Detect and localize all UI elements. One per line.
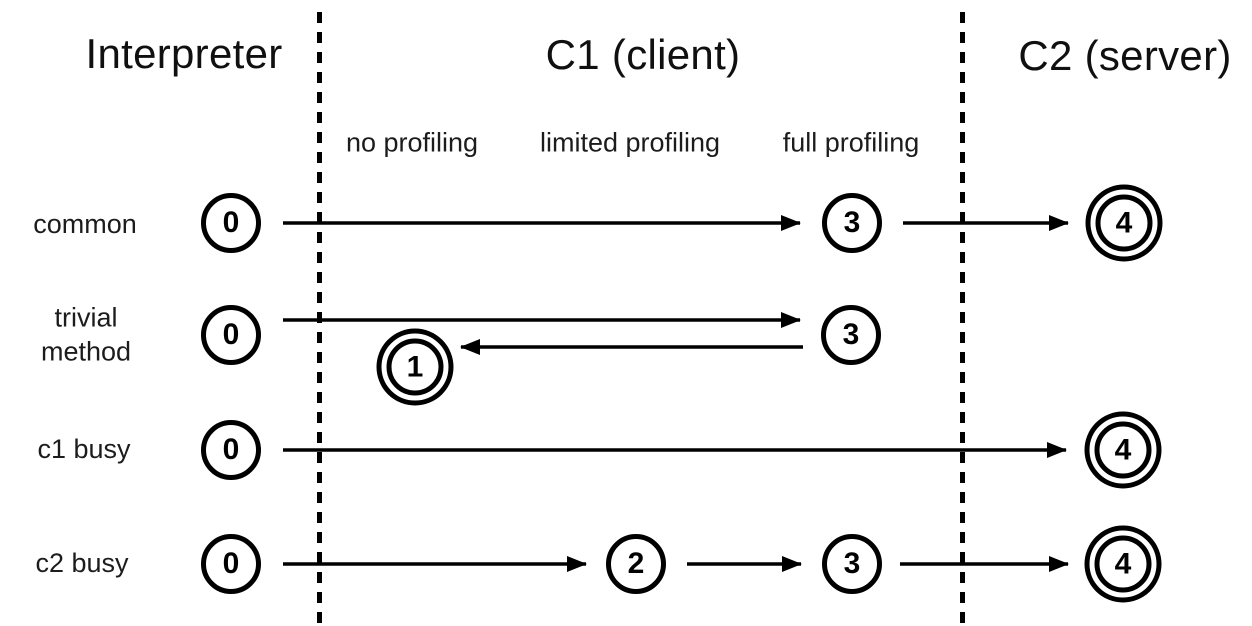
state-trivial-1-inner-ring: 1: [386, 338, 444, 396]
phase-label-no-profiling: no profiling: [345, 127, 479, 158]
state-trivial-3: 3: [821, 305, 881, 365]
column-header-interpreter: Interpreter: [85, 30, 283, 77]
state-trivial-1-final: 1: [376, 328, 454, 406]
state-c2-busy-2: 2: [606, 534, 666, 594]
state-c1-busy-4-inner-ring: 4: [1094, 421, 1152, 479]
state-c2-busy-3: 3: [822, 534, 882, 594]
state-c2-busy-4-final: 4: [1084, 525, 1162, 603]
phase-label-full-profiling: full profiling: [782, 127, 920, 158]
column-header-c1-client: C1 (client): [545, 31, 741, 78]
row-label-trivial-method: trivial method: [40, 302, 132, 366]
phase-label-limited-profiling: limited profiling: [539, 127, 721, 158]
state-common-4-final: 4: [1085, 184, 1163, 262]
row-label-c2-busy: c2 busy: [35, 548, 129, 579]
state-c2-busy-4-inner-ring: 4: [1094, 535, 1152, 593]
row-label-c1-busy: c1 busy: [37, 434, 131, 465]
state-c1-busy-0: 0: [201, 420, 261, 480]
state-common-4-inner-ring: 4: [1095, 194, 1153, 252]
state-c2-busy-0: 0: [201, 534, 261, 594]
row-label-common: common: [33, 209, 137, 240]
state-common-3: 3: [822, 193, 882, 253]
column-header-c2-server: C2 (server): [1018, 32, 1232, 79]
state-c1-busy-4-final: 4: [1084, 411, 1162, 489]
state-trivial-0: 0: [201, 305, 261, 365]
state-common-0: 0: [201, 193, 261, 253]
